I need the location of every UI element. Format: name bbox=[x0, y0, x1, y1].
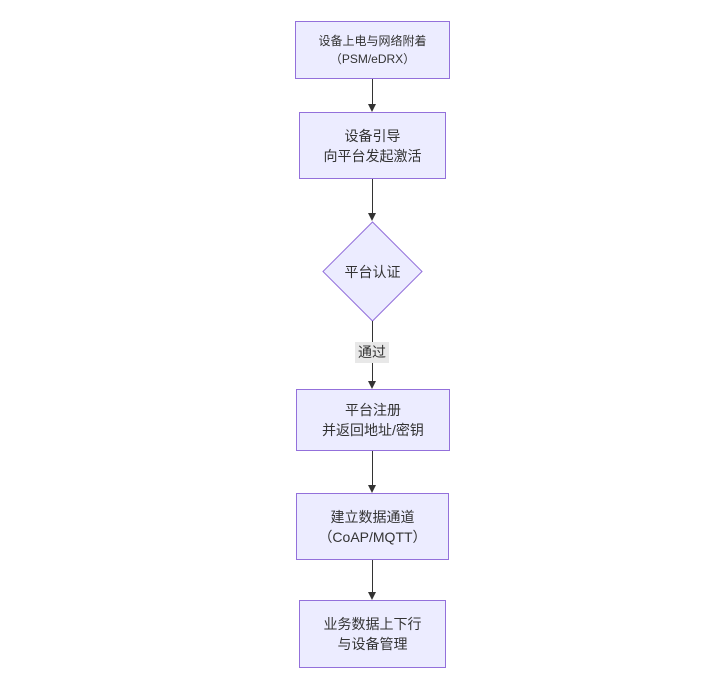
node-power-attach-line1: 设备上电与网络附着 bbox=[318, 34, 427, 48]
node-business: 业务数据上下行 与设备管理 bbox=[299, 600, 446, 668]
edge-power-to-bootstrap bbox=[368, 79, 377, 112]
node-register-line2: 并返回地址/密钥 bbox=[322, 422, 424, 438]
node-data-channel: 建立数据通道 （CoAP/MQTT） bbox=[296, 493, 449, 560]
arrowhead-down-icon bbox=[368, 381, 376, 389]
edge-register-to-channel bbox=[368, 451, 377, 493]
node-data-channel-line2: （CoAP/MQTT） bbox=[318, 528, 427, 545]
node-power-attach: 设备上电与网络附着 （PSM/eDRX） bbox=[295, 21, 450, 79]
edge-line bbox=[372, 451, 373, 489]
node-platform-auth-label: 平台认证 bbox=[344, 263, 401, 280]
node-bootstrap: 设备引导 向平台发起激活 bbox=[299, 112, 446, 179]
edge-line bbox=[372, 79, 373, 108]
node-register-line1: 平台注册 bbox=[345, 402, 401, 418]
arrowhead-down-icon bbox=[368, 485, 376, 493]
node-business-line1: 业务数据上下行 bbox=[323, 616, 422, 632]
node-power-attach-line2: （PSM/eDRX） bbox=[329, 52, 416, 66]
edge-channel-to-business bbox=[368, 560, 377, 600]
node-platform-auth: 平台认证 bbox=[322, 221, 423, 322]
node-business-line2: 与设备管理 bbox=[337, 636, 408, 652]
arrowhead-down-icon bbox=[368, 213, 376, 221]
arrowhead-down-icon bbox=[368, 104, 376, 112]
node-data-channel-line1: 建立数据通道 bbox=[330, 508, 415, 525]
arrowhead-down-icon bbox=[368, 592, 376, 600]
edge-line bbox=[372, 560, 373, 596]
node-register: 平台注册 并返回地址/密钥 bbox=[296, 389, 450, 451]
edge-label-pass: 通过 bbox=[355, 342, 389, 363]
node-bootstrap-line1: 设备引导 bbox=[344, 127, 401, 144]
edge-line bbox=[372, 179, 373, 217]
edge-bootstrap-to-auth bbox=[368, 179, 377, 221]
node-bootstrap-line2: 向平台发起激活 bbox=[323, 147, 422, 164]
